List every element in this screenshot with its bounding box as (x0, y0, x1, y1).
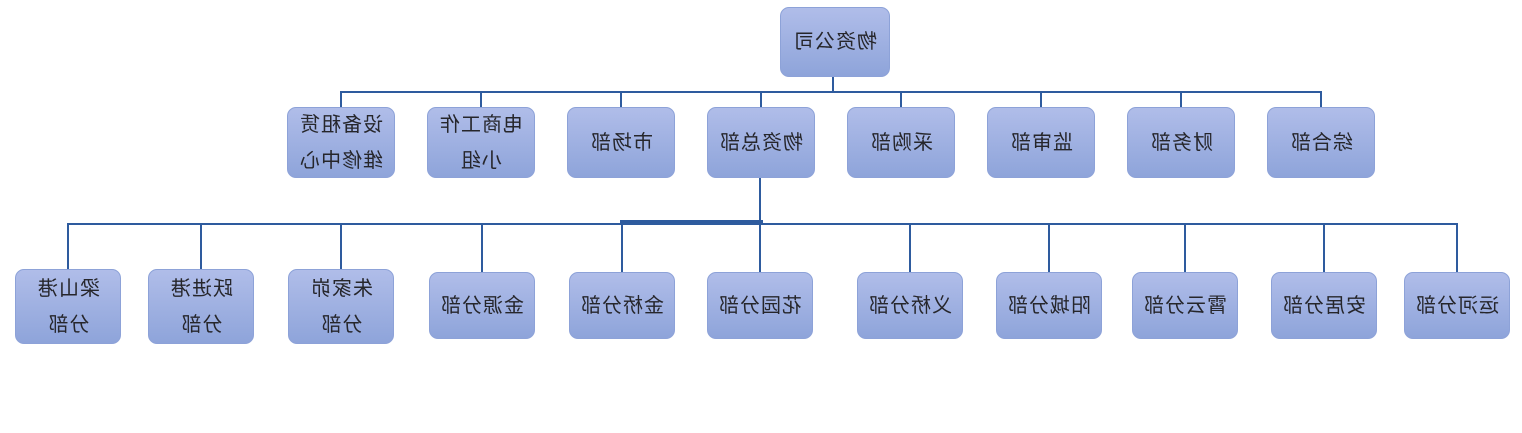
org-node-branch-5: 花园分部 (707, 272, 813, 339)
org-node-dept-6: 财务部 (1127, 107, 1235, 178)
connector-root-drop (832, 76, 834, 92)
connector-level3-drop (340, 224, 342, 273)
connector-hq-drop (759, 178, 761, 224)
connector-level3-drop (909, 224, 911, 273)
connector-level2-drop (480, 91, 482, 108)
connector-level3-drop (1323, 224, 1325, 273)
connector-level2-drop (760, 91, 762, 108)
org-node-label: 设备租赁 维修中心 (299, 113, 383, 172)
org-node-label: 电商工作 小组 (439, 113, 523, 172)
org-node-label: 市场部 (589, 131, 653, 154)
org-node-branch-8: 霄云分部 (1132, 272, 1238, 339)
connector-level3-drop (200, 224, 202, 273)
connector-level3-drop (1048, 224, 1050, 273)
org-node-label: 阳城分部 (1007, 294, 1091, 317)
org-node-label: 财务部 (1149, 131, 1213, 154)
org-node-branch-0: 梁山港 分部 (15, 269, 121, 344)
org-node-dept-2: 市场部 (567, 107, 675, 178)
org-node-label: 跃进港 分部 (169, 277, 233, 336)
org-node-label: 金桥分部 (580, 294, 664, 317)
connector-level2-drop (620, 91, 622, 108)
connector-level2-drop (1320, 91, 1322, 108)
connector-level2-bus (341, 91, 1322, 93)
org-node-label: 安居分部 (1282, 294, 1366, 317)
connector-level2-drop (340, 91, 342, 108)
connector-level3-drop (621, 224, 623, 273)
org-node-label: 金源分部 (440, 294, 524, 317)
org-node-label: 义桥分部 (868, 294, 952, 317)
org-node-dept-5: 监审部 (987, 107, 1095, 178)
org-node-branch-10: 运河分部 (1404, 272, 1510, 339)
org-node-dept-1: 电商工作 小组 (427, 107, 535, 178)
org-node-branch-1: 跃进港 分部 (148, 269, 254, 344)
org-node-label: 梁山港 分部 (36, 277, 100, 336)
org-node-branch-9: 安居分部 (1271, 272, 1377, 339)
org-node-dept-4: 采购部 (847, 107, 955, 178)
org-node-dept-0: 设备租赁 维修中心 (287, 107, 395, 178)
connector-level3-thick-segment (620, 220, 763, 225)
org-node-branch-4: 金桥分部 (569, 272, 675, 339)
org-node-branch-3: 金源分部 (429, 272, 535, 339)
connector-level2-drop (1040, 91, 1042, 108)
connector-level3-drop (1456, 224, 1458, 273)
connector-level2-drop (900, 91, 902, 108)
connector-level2-drop (1180, 91, 1182, 108)
org-node-label: 物资公司 (793, 31, 877, 53)
org-node-label: 花园分部 (718, 294, 802, 317)
connector-level3-drop (67, 224, 69, 273)
org-node-label: 霄云分部 (1143, 294, 1227, 317)
connector-level3-drop (759, 224, 761, 273)
org-node-label: 监审部 (1009, 131, 1073, 154)
org-node-dept-3: 物资总部 (707, 107, 815, 178)
org-node-dept-7: 综合部 (1267, 107, 1375, 178)
org-node-label: 物资总部 (719, 131, 803, 154)
org-node-branch-7: 阳城分部 (996, 272, 1102, 339)
org-node-label: 朱家峁 分部 (309, 277, 373, 336)
org-node-label: 采购部 (869, 131, 933, 154)
org-node-root: 物资公司 (780, 7, 890, 77)
org-node-label: 运河分部 (1415, 294, 1499, 317)
connector-level3-drop (481, 224, 483, 273)
org-node-branch-6: 义桥分部 (857, 272, 963, 339)
org-node-branch-2: 朱家峁 分部 (288, 269, 394, 344)
connector-level3-drop (1184, 224, 1186, 273)
org-node-label: 综合部 (1289, 131, 1353, 154)
